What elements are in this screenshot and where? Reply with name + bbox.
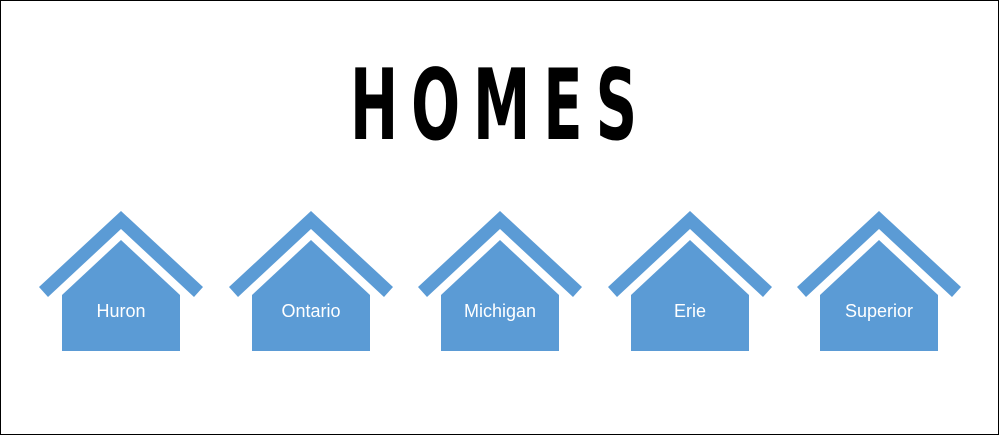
page-title: HOMES [350, 49, 650, 161]
house-icon [441, 240, 559, 351]
house-roof [229, 211, 393, 297]
title-container: HOMES [350, 49, 650, 161]
house-row: Huron Ontario Michigan Erie Superior [39, 211, 961, 351]
house-icon [62, 240, 180, 351]
house-label: Erie [674, 301, 706, 321]
house-roof [797, 211, 961, 297]
house-icon [631, 240, 749, 351]
house-label: Superior [845, 301, 913, 321]
house-erie: Erie [608, 211, 772, 351]
house-ontario: Ontario [229, 211, 393, 351]
house-label: Huron [96, 301, 145, 321]
house-superior: Superior [797, 211, 961, 351]
house-icon [820, 240, 938, 351]
house-label: Ontario [281, 301, 340, 321]
house-label: Michigan [464, 301, 536, 321]
house-roof [608, 211, 772, 297]
house-icon [252, 240, 370, 351]
house-huron: Huron [39, 211, 203, 351]
house-roof [39, 211, 203, 297]
house-michigan: Michigan [418, 211, 582, 351]
house-roof [418, 211, 582, 297]
